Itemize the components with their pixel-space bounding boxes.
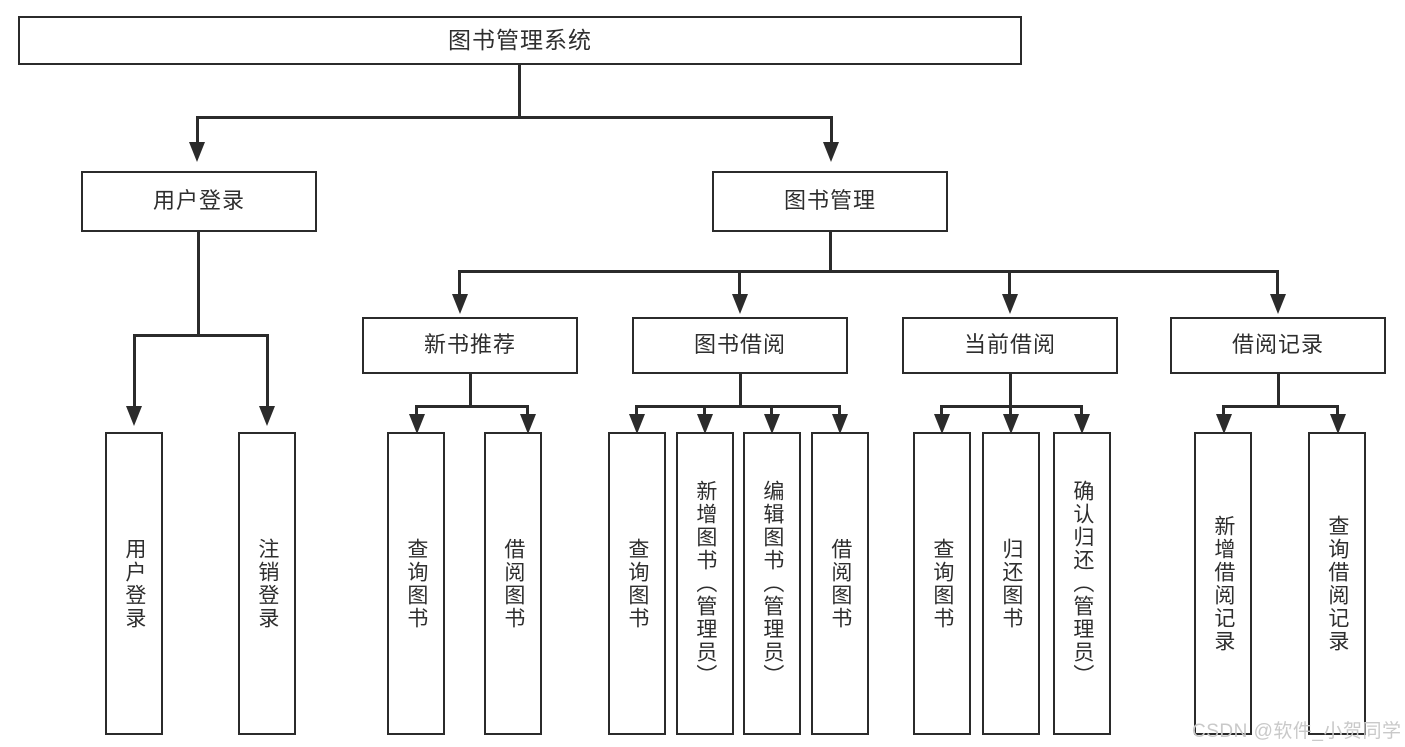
- edge-new-book-stem: [469, 374, 472, 407]
- node-root-system[interactable]: 图书管理系统: [18, 16, 1022, 65]
- leaf-query-book-recommend[interactable]: 查询图书: [387, 432, 445, 735]
- arrow-to-leaf-borrow-book-1: [520, 414, 536, 434]
- edge-new-book-drop-2: [526, 405, 529, 419]
- edge-book-manage-drop-4: [1276, 270, 1279, 296]
- node-book-manage[interactable]: 图书管理: [712, 171, 948, 232]
- arrow-to-borrow-record: [1270, 294, 1286, 314]
- arrow-to-leaf-return-book: [1003, 414, 1019, 434]
- arrow-to-leaf-query-book-1: [409, 414, 425, 434]
- node-book-borrow[interactable]: 图书借阅: [632, 317, 848, 374]
- edge-root-bus: [196, 116, 833, 119]
- node-user-login[interactable]: 用户登录: [81, 171, 317, 232]
- edge-book-borrow-drop-3: [770, 405, 773, 419]
- leaf-user-login[interactable]: 用户登录: [105, 432, 163, 735]
- edge-current-borrow-drop-3: [1080, 405, 1083, 419]
- edge-book-manage-bus: [458, 270, 1279, 273]
- csdn-watermark: CSDN @软件_小贺同学: [1192, 721, 1402, 742]
- edge-borrow-record-stem: [1277, 374, 1280, 407]
- edge-root-drop-left: [196, 116, 199, 144]
- arrow-to-leaf-add-book: [697, 414, 713, 434]
- arrow-to-leaf-query-book-3: [934, 414, 950, 434]
- edge-book-borrow-drop-4: [838, 405, 841, 419]
- arrow-to-book-manage: [823, 142, 839, 162]
- leaf-add-borrow-record[interactable]: 新增借阅记录: [1194, 432, 1252, 735]
- arrow-to-leaf-logout: [259, 406, 275, 426]
- leaf-query-book-borrow[interactable]: 查询图书: [608, 432, 666, 735]
- edge-user-login-stem: [197, 232, 200, 336]
- arrow-to-leaf-confirm-return: [1074, 414, 1090, 434]
- edge-book-borrow-drop-2: [703, 405, 706, 419]
- arrow-to-book-borrow: [732, 294, 748, 314]
- leaf-borrow-book-recommend[interactable]: 借阅图书: [484, 432, 542, 735]
- arrow-to-leaf-borrow-book-2: [832, 414, 848, 434]
- node-new-book-recommend[interactable]: 新书推荐: [362, 317, 578, 374]
- edge-book-manage-drop-3: [1008, 270, 1011, 296]
- leaf-confirm-return-admin[interactable]: 确认归还（管理员）: [1053, 432, 1111, 735]
- edge-book-manage-stem: [829, 232, 832, 272]
- edge-user-login-bus: [133, 334, 269, 337]
- edge-borrow-record-bus: [1222, 405, 1339, 408]
- arrow-to-user-login: [189, 142, 205, 162]
- leaf-query-book-current[interactable]: 查询图书: [913, 432, 971, 735]
- edge-book-borrow-bus: [635, 405, 841, 408]
- arrow-to-current-borrow: [1002, 294, 1018, 314]
- edge-root-stem: [518, 65, 521, 118]
- leaf-logout[interactable]: 注销登录: [238, 432, 296, 735]
- edge-book-manage-drop-2: [738, 270, 741, 296]
- edge-current-borrow-drop-1: [940, 405, 943, 419]
- leaf-return-book[interactable]: 归还图书: [982, 432, 1040, 735]
- node-borrow-record[interactable]: 借阅记录: [1170, 317, 1386, 374]
- edge-borrow-record-drop-1: [1222, 405, 1225, 419]
- arrow-to-new-book-recommend: [452, 294, 468, 314]
- leaf-query-borrow-record[interactable]: 查询借阅记录: [1308, 432, 1366, 735]
- arrow-to-leaf-edit-book: [764, 414, 780, 434]
- leaf-edit-book-admin[interactable]: 编辑图书（管理员）: [743, 432, 801, 735]
- arrow-to-leaf-add-record: [1216, 414, 1232, 434]
- arrow-to-leaf-query-book-2: [629, 414, 645, 434]
- edge-user-login-drop-1: [133, 334, 136, 408]
- edge-current-borrow-drop-2: [1009, 405, 1012, 419]
- node-current-borrow[interactable]: 当前借阅: [902, 317, 1118, 374]
- edge-current-borrow-stem: [1009, 374, 1012, 407]
- edge-borrow-record-drop-2: [1336, 405, 1339, 419]
- edge-book-borrow-drop-1: [635, 405, 638, 419]
- leaf-borrow-book[interactable]: 借阅图书: [811, 432, 869, 735]
- arrow-to-leaf-user-login: [126, 406, 142, 426]
- edge-book-manage-drop-1: [458, 270, 461, 296]
- leaf-add-book-admin[interactable]: 新增图书（管理员）: [676, 432, 734, 735]
- edge-new-book-drop-1: [415, 405, 418, 419]
- edge-user-login-drop-2: [266, 334, 269, 408]
- edge-book-borrow-stem: [739, 374, 742, 407]
- arrow-to-leaf-query-record: [1330, 414, 1346, 434]
- edge-new-book-bus: [415, 405, 529, 408]
- edge-root-drop-right: [830, 116, 833, 144]
